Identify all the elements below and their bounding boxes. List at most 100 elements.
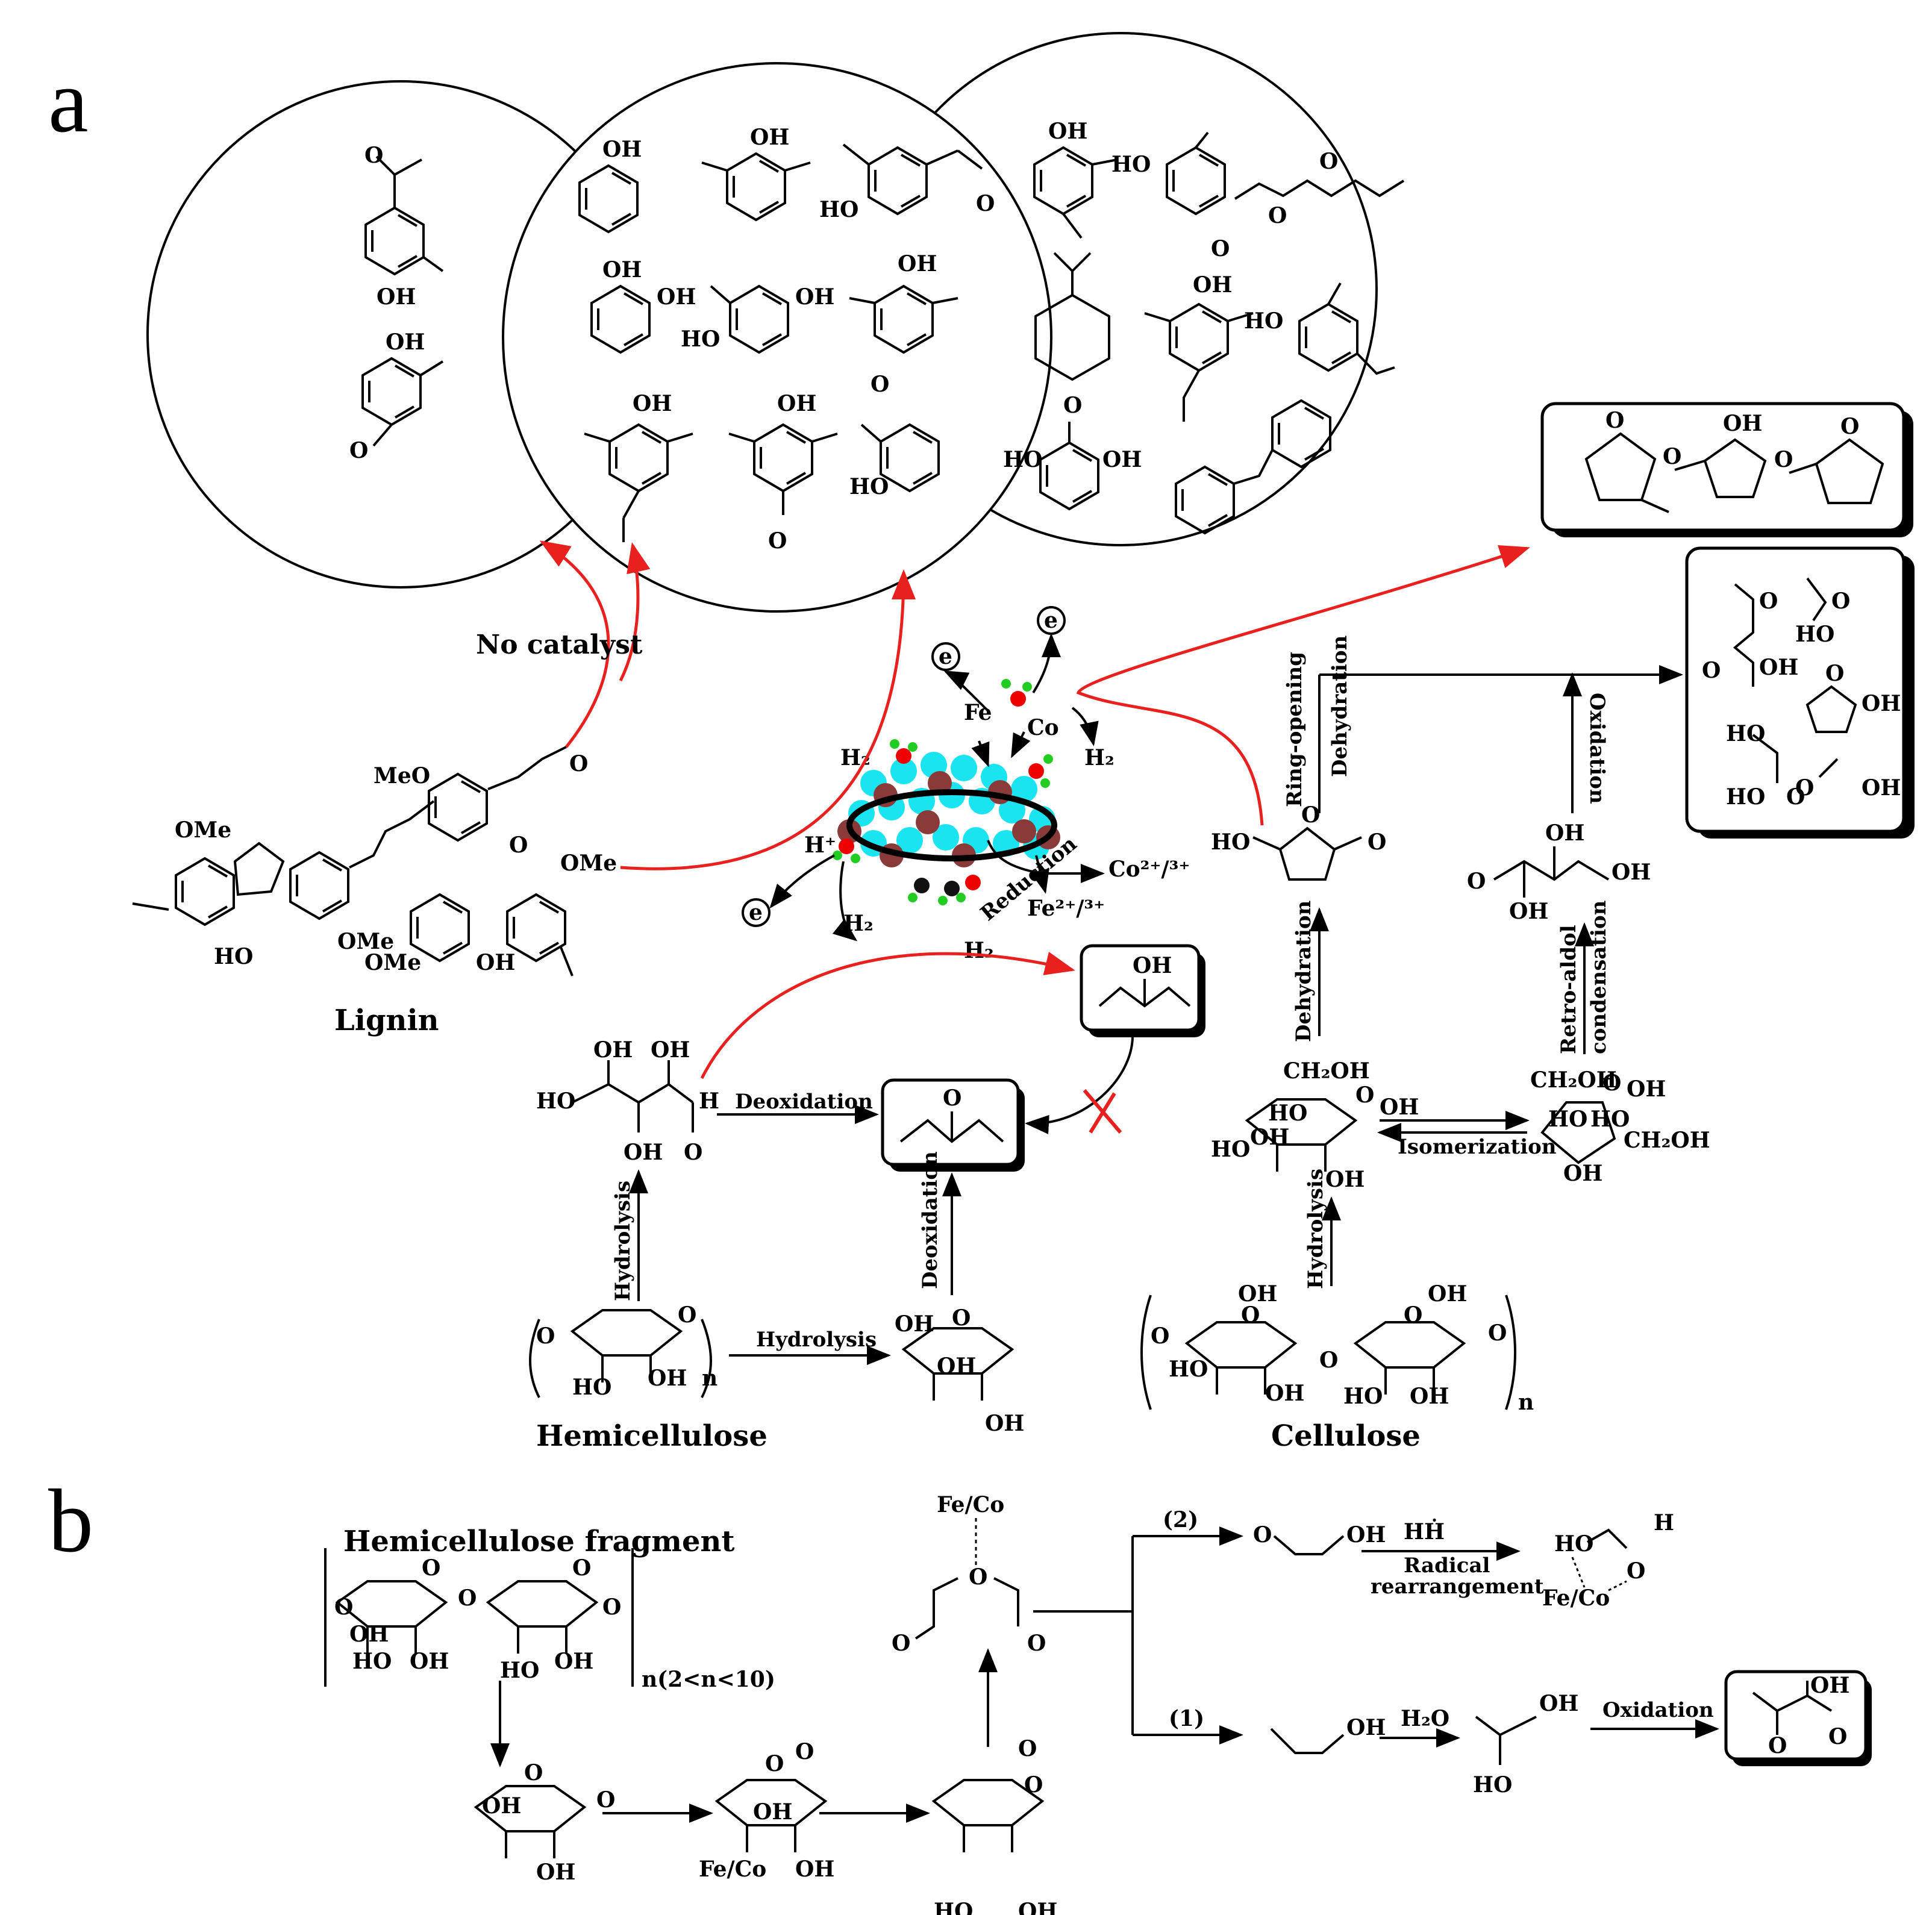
rearrangement-label: rearrangement xyxy=(1371,1575,1544,1599)
svg-text:HO: HO xyxy=(1169,1357,1208,1382)
panel-label-b: b xyxy=(48,1471,93,1571)
panel-label-a: a xyxy=(48,51,89,151)
dehydration-label-2: Dehydration xyxy=(1328,636,1352,777)
svg-text:OH: OH xyxy=(1539,1691,1578,1716)
ring-opening-label: Ring-opening xyxy=(1283,652,1307,807)
svg-text:OH: OH xyxy=(386,330,425,355)
lignin-label: Lignin xyxy=(334,1004,439,1037)
svg-text:H: H xyxy=(699,1089,719,1114)
svg-text:O: O xyxy=(602,1595,621,1620)
svg-text:O: O xyxy=(364,143,383,168)
svg-text:n(2<n<10): n(2<n<10) xyxy=(642,1667,775,1692)
svg-text:OH: OH xyxy=(633,391,672,416)
h2o-label: H₂O xyxy=(1401,1706,1449,1731)
svg-text:OH: OH xyxy=(1759,655,1798,680)
svg-text:O: O xyxy=(1268,203,1287,228)
svg-text:OH: OH xyxy=(777,391,816,416)
svg-text:OH: OH xyxy=(657,284,696,310)
svg-text:CH₂OH: CH₂OH xyxy=(1624,1128,1710,1153)
svg-text:O: O xyxy=(524,1760,543,1785)
molecule-allylsyringol: OH xyxy=(584,391,693,542)
svg-text:O: O xyxy=(1301,802,1320,828)
h2-label-4: H₂ xyxy=(964,938,994,963)
svg-text:O: O xyxy=(1759,589,1778,614)
svg-text:OH: OH xyxy=(554,1649,593,1674)
svg-text:OH: OH xyxy=(651,1037,690,1063)
retro-aldol-label: Retro-aldol xyxy=(1557,925,1581,1054)
svg-text:OH: OH xyxy=(1380,1095,1419,1120)
pentanone-box xyxy=(881,1078,1020,1166)
svg-text:OH: OH xyxy=(937,1354,976,1379)
molecule-levulinic-acid: O O OH xyxy=(1702,583,1798,687)
molecule-bibenzyl xyxy=(1175,399,1331,534)
svg-text:OH: OH xyxy=(1325,1167,1365,1192)
svg-text:HO: HO xyxy=(1003,447,1042,472)
co-label: Co xyxy=(1027,715,1059,740)
molecule-ethylguaiacol: OH xyxy=(1033,119,1118,239)
svg-text:OH: OH xyxy=(795,284,834,310)
molecule-propylguaiacol: HO xyxy=(1244,283,1395,375)
molecule-methylresorcinol: HO OH xyxy=(1003,422,1142,510)
molecule-acetovanillone: O OH xyxy=(364,143,444,310)
svg-text:O: O xyxy=(1602,1070,1621,1096)
svg-text:OH: OH xyxy=(1428,1281,1467,1307)
svg-text:OMe: OMe xyxy=(337,929,394,954)
svg-text:O: O xyxy=(1018,1736,1037,1761)
svg-text:O: O xyxy=(1024,1772,1043,1798)
svg-text:HO: HO xyxy=(1795,622,1834,647)
no-catalyst-label: No catalyst xyxy=(476,629,643,660)
svg-text:Fe/Co: Fe/Co xyxy=(937,1492,1004,1517)
svg-text:OH: OH xyxy=(1102,447,1142,472)
cellulose-label: Cellulose xyxy=(1271,1419,1421,1453)
svg-text:OH: OH xyxy=(410,1649,449,1674)
svg-text:O: O xyxy=(1774,447,1793,472)
svg-text:O: O xyxy=(1241,1302,1260,1328)
svg-text:OH: OH xyxy=(1545,820,1584,846)
svg-text:OH: OH xyxy=(1346,1715,1386,1740)
svg-text:O: O xyxy=(1663,444,1681,469)
molecule-isopropylcyclohexanone: O xyxy=(1034,252,1110,418)
deoxidation-label-2: Deoxidation xyxy=(918,1151,942,1289)
svg-text:OH: OH xyxy=(1723,411,1762,436)
route-2-label: (2) xyxy=(1163,1507,1198,1532)
svg-text:O: O xyxy=(1253,1522,1272,1548)
svg-text:O: O xyxy=(1702,658,1721,683)
isomerization-label: Isomerization xyxy=(1398,1135,1557,1159)
fe-ion-label: Fe²⁺/³⁺ xyxy=(1027,896,1105,921)
svg-text:HO: HO xyxy=(1554,1531,1593,1557)
svg-text:HO: HO xyxy=(1726,721,1765,746)
molecule-phenol: OH xyxy=(578,137,642,233)
svg-text:O: O xyxy=(1404,1302,1422,1328)
svg-text:OH: OH xyxy=(1346,1522,1386,1548)
svg-text:O: O xyxy=(1319,1348,1338,1373)
oxidation-label-2: Oxidation xyxy=(1602,1698,1714,1722)
lignin-to-catalyst-arrow xyxy=(620,569,916,870)
svg-text:O: O xyxy=(1467,869,1486,894)
svg-text:OH: OH xyxy=(795,1857,834,1882)
svg-text:HO: HO xyxy=(536,1089,575,1114)
hh-label: HḢ xyxy=(1404,1519,1445,1545)
blocked-path-cross xyxy=(1083,1089,1122,1134)
molecule-hydroxybutyrolactone: OOH xyxy=(1805,661,1901,733)
svg-text:HO: HO xyxy=(1211,1137,1250,1162)
dehydration-label-1: Dehydration xyxy=(1292,901,1316,1042)
hydrolysis-label-2: Hydrolysis xyxy=(756,1328,877,1352)
oxidation-label-1: Oxidation xyxy=(1585,693,1609,804)
fe-label: Fe xyxy=(964,700,992,725)
svg-text:n: n xyxy=(1518,1390,1534,1415)
svg-text:O: O xyxy=(509,833,528,858)
svg-text:O: O xyxy=(458,1585,477,1611)
svg-text:OH: OH xyxy=(1563,1161,1602,1186)
svg-text:HO: HO xyxy=(1726,784,1765,810)
cyclopentanone-products-box xyxy=(1540,402,1905,532)
hemicellulose-structure: O O HO OH n xyxy=(529,1302,717,1400)
svg-text:O: O xyxy=(1627,1558,1645,1584)
svg-text:Fe/Co: Fe/Co xyxy=(699,1857,766,1882)
